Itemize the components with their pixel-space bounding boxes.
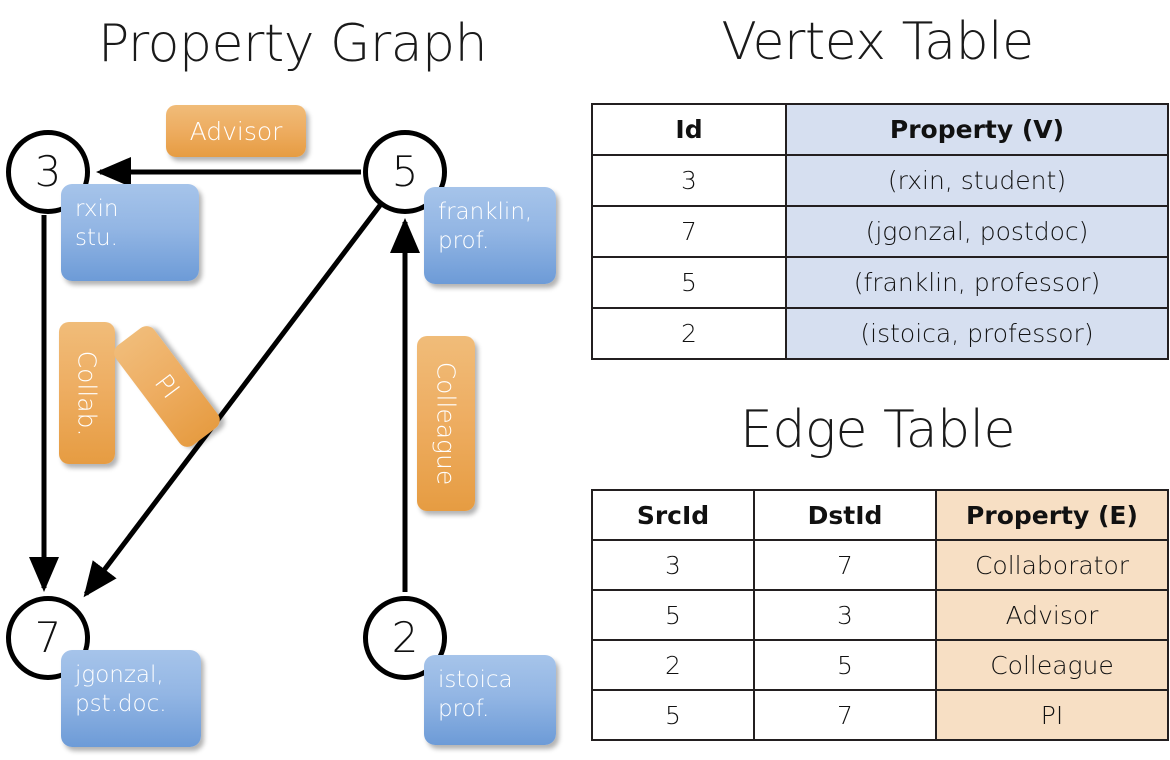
- table-row[interactable]: 2 5 Colleague: [591, 639, 1169, 691]
- edge-table-cell-property: PI: [935, 689, 1169, 741]
- edge-table-cell-srcid: 5: [591, 589, 755, 641]
- edge-label-collab-text: Collab.: [72, 350, 102, 436]
- edge-table-header-property: Property (E): [935, 489, 1169, 541]
- edge-table-cell-dstid: 7: [753, 689, 937, 741]
- edge-table-cell-property: Collaborator: [935, 539, 1169, 591]
- edge-label-colleague[interactable]: Colleague: [417, 336, 475, 511]
- graph-edge-arrows: [29, 157, 420, 598]
- vertex-property-box-franklin[interactable]: franklin, prof.: [424, 187, 556, 284]
- vertex-table-cell-property: (franklin, professor): [785, 256, 1169, 309]
- table-row[interactable]: 7 (jgonzal, postdoc): [591, 205, 1169, 258]
- vertex-table-cell-id: 2: [591, 307, 787, 360]
- page-title-vertex-table: Vertex Table: [721, 12, 1034, 72]
- vertex-property-jgonzal-line1: jgonzal,: [75, 662, 164, 688]
- edge-table-header-dstid: DstId: [753, 489, 937, 541]
- table-row[interactable]: 5 7 PI: [591, 689, 1169, 741]
- vertex-table: Id Property (V) 3 (rxin, student) 7 (jgo…: [591, 103, 1169, 360]
- edge-table-header-row: SrcId DstId Property (E): [591, 489, 1169, 541]
- table-row[interactable]: 5 3 Advisor: [591, 589, 1169, 641]
- vertex-property-rxin-line1: rxin: [75, 196, 119, 222]
- vertex-property-franklin-line2: prof.: [438, 228, 490, 255]
- vertex-table-cell-property: (istoica, professor): [785, 307, 1169, 360]
- vertex-table-cell-id: 3: [591, 154, 787, 207]
- vertex-node-3-label: 3: [34, 147, 62, 196]
- table-row[interactable]: 5 (franklin, professor): [591, 256, 1169, 309]
- edge-table-cell-srcid: 2: [591, 639, 755, 691]
- edge-table-cell-srcid: 3: [591, 539, 755, 591]
- vertex-table-header-row: Id Property (V): [591, 103, 1169, 156]
- edge-5-to-7: [83, 202, 383, 598]
- edge-label-advisor-text: Advisor: [189, 116, 283, 146]
- property-graph-diagram: 3 5 7 2 rxin stu. franklin, prof. jgonza…: [6, 105, 556, 747]
- edge-label-advisor[interactable]: Advisor: [166, 105, 306, 157]
- vertex-property-box-jgonzal[interactable]: jgonzal, pst.doc.: [61, 650, 201, 747]
- edge-table-cell-property: Colleague: [935, 639, 1169, 691]
- edge-table: SrcId DstId Property (E) 3 7 Collaborato…: [591, 489, 1169, 741]
- edge-label-collab[interactable]: Collab.: [59, 322, 115, 464]
- edge-table-cell-property: Advisor: [935, 589, 1169, 641]
- vertex-node-2[interactable]: 2: [363, 596, 447, 680]
- vertex-property-istoica-line1: istoica: [438, 667, 513, 693]
- edge-table-header-srcid: SrcId: [591, 489, 755, 541]
- page-title-property-graph: Property Graph: [97, 14, 488, 74]
- vertex-property-istoica-line2: prof.: [438, 696, 490, 723]
- table-row[interactable]: 3 (rxin, student): [591, 154, 1169, 207]
- vertex-property-franklin-line1: franklin,: [438, 199, 533, 225]
- vertex-node-5-label: 5: [391, 147, 419, 196]
- vertex-node-7-label: 7: [34, 613, 62, 662]
- edge-table-cell-dstid: 7: [753, 539, 937, 591]
- edge-label-pi-text: PI: [148, 368, 186, 405]
- page-title-edge-table: Edge Table: [739, 400, 1016, 460]
- vertex-property-jgonzal-line2: pst.doc.: [75, 691, 167, 718]
- vertex-table-cell-property: (jgonzal, postdoc): [785, 205, 1169, 258]
- table-row[interactable]: 2 (istoica, professor): [591, 307, 1169, 360]
- table-row[interactable]: 3 7 Collaborator: [591, 539, 1169, 591]
- edge-label-colleague-text: Colleague: [431, 361, 461, 486]
- edge-table-cell-dstid: 3: [753, 589, 937, 641]
- vertex-table-header-property: Property (V): [785, 103, 1169, 156]
- edge-table-cell-dstid: 5: [753, 639, 937, 691]
- vertex-property-box-istoica[interactable]: istoica prof.: [424, 655, 556, 745]
- vertex-table-cell-property: (rxin, student): [785, 154, 1169, 207]
- vertex-table-cell-id: 5: [591, 256, 787, 309]
- vertex-property-box-rxin[interactable]: rxin stu.: [61, 184, 199, 281]
- edge-table-cell-srcid: 5: [591, 689, 755, 741]
- vertex-property-rxin-line2: stu.: [75, 225, 118, 252]
- vertex-node-2-label: 2: [391, 613, 419, 662]
- vertex-table-header-id: Id: [591, 103, 787, 156]
- vertex-table-cell-id: 7: [591, 205, 787, 258]
